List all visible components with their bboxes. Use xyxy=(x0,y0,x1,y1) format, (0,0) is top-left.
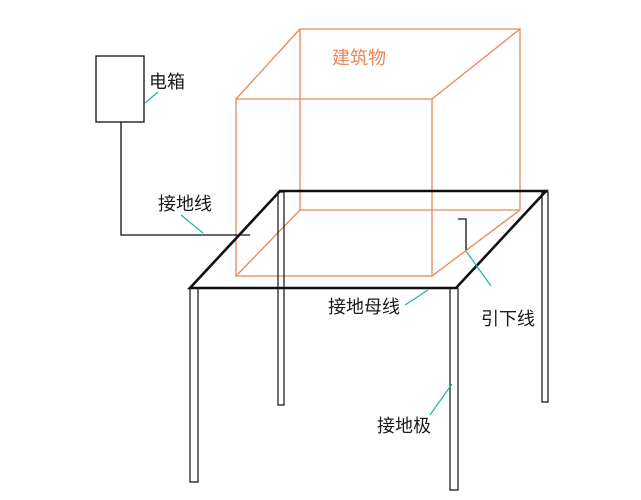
label-ground-electrode: 接地极 xyxy=(377,416,431,437)
down-conductor xyxy=(458,218,467,250)
ground-busbar xyxy=(187,189,549,290)
building-edge-bottom-right xyxy=(431,209,521,277)
building-box xyxy=(235,28,521,277)
leader-lines xyxy=(144,91,492,416)
front-ground-electrodes xyxy=(189,287,459,491)
building-edge-bottom-left xyxy=(235,209,301,277)
ground-electrode-back-left xyxy=(277,191,285,406)
building-front-face xyxy=(235,98,433,277)
leader-electric-box xyxy=(144,91,159,104)
leader-ground-electrode xyxy=(429,383,453,416)
label-building: 建筑物 xyxy=(332,48,386,69)
label-down-conductor: 引下线 xyxy=(481,309,535,330)
building-edge-top-left xyxy=(235,28,301,100)
label-ground-busbar: 接地母线 xyxy=(328,297,400,318)
leader-ground-wire xyxy=(180,214,204,234)
label-ground-wire: 接地线 xyxy=(158,194,212,215)
building-edge-top-right xyxy=(431,28,521,100)
ground-electrode-back-right xyxy=(541,191,549,403)
ground-electrode-front-left xyxy=(189,287,199,483)
leader-down-conductor xyxy=(465,250,492,287)
ground-wire xyxy=(120,122,250,236)
back-ground-electrodes xyxy=(277,191,549,406)
electric-box xyxy=(95,55,145,123)
label-electric-box: 电箱 xyxy=(149,72,185,93)
ground-electrode-front-right xyxy=(449,287,459,491)
leader-ground-busbar xyxy=(404,289,429,306)
